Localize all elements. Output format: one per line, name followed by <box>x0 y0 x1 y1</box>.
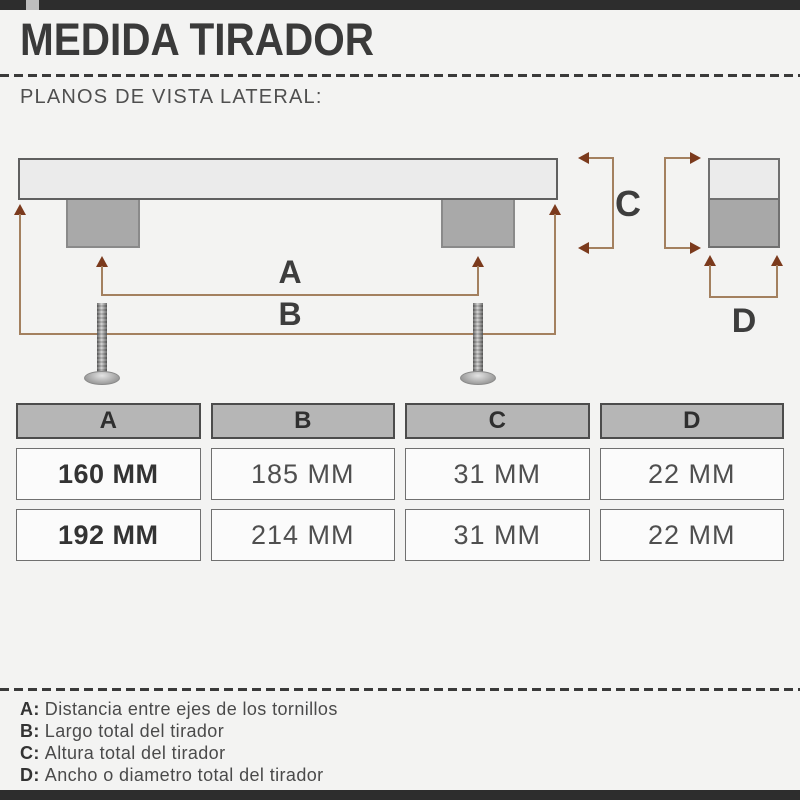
screw-shaft <box>473 303 483 373</box>
bottom-strip <box>0 790 800 800</box>
dimension-a-arrow-left <box>96 256 108 267</box>
header-cell-a: A <box>16 403 201 439</box>
header-cell-b: B <box>210 403 395 439</box>
dimension-c-arm-top-left <box>589 157 614 159</box>
screw-icon <box>460 303 496 387</box>
dimension-a-line-right <box>477 266 479 296</box>
dimension-c-arm-bottom-left <box>589 247 614 249</box>
bottom-dashed-divider <box>0 688 800 691</box>
table-cell: 22 MM <box>599 509 784 561</box>
legend-item: A:Distancia entre ejes de los tornillos <box>20 698 338 720</box>
handle-post-left <box>66 200 140 248</box>
table-cell: 214 MM <box>210 509 395 561</box>
handle-bar-graphic <box>18 158 558 200</box>
table-cell: 160 MM <box>16 448 201 500</box>
dimension-a-arrow-right <box>472 256 484 267</box>
dimension-c-line-left <box>612 157 614 249</box>
legend-text: Distancia entre ejes de los tornillos <box>44 699 338 719</box>
legend-item: B:Largo total del tirador <box>20 720 338 742</box>
table-header-row: A B C D <box>16 403 784 439</box>
page-title: MEDIDA TIRADOR <box>20 14 374 65</box>
dimension-label-a: A <box>278 254 302 290</box>
header-cell-c: C <box>405 403 590 439</box>
dimension-c-arm-bottom-right <box>664 247 690 249</box>
top-dashed-divider <box>0 74 800 77</box>
dimension-d-line-right <box>776 265 778 298</box>
size-table: A B C D 160 MM 185 MM 31 MM 22 MM 192 MM… <box>16 403 784 561</box>
dimension-legend: A:Distancia entre ejes de los tornillos … <box>20 698 338 786</box>
table-cell: 31 MM <box>405 448 590 500</box>
screw-head <box>84 371 120 385</box>
legend-item: D:Ancho o diametro total del tirador <box>20 764 338 786</box>
dimension-d-arrow-left <box>704 255 716 266</box>
dimension-c-arrow-bottom-right <box>690 242 701 254</box>
dimension-c-line-right <box>664 157 666 249</box>
dimension-label-b: B <box>278 296 302 332</box>
dimension-b-line-right <box>554 214 556 335</box>
dimension-c-arrow-bottom-left <box>578 242 589 254</box>
legend-item: C:Altura total del tirador <box>20 742 338 764</box>
table-cell: 192 MM <box>16 509 201 561</box>
dimension-a-line-left <box>101 266 103 296</box>
dimension-d-line-left <box>709 265 711 298</box>
legend-key: B: <box>20 721 40 741</box>
table-cell: 185 MM <box>210 448 395 500</box>
dimension-d-arrow-right <box>771 255 783 266</box>
dimension-b-arrow-left <box>14 204 26 215</box>
legend-text: Altura total del tirador <box>44 743 226 763</box>
dimension-a-line <box>101 294 479 296</box>
screw-head <box>460 371 496 385</box>
top-strip <box>0 0 800 10</box>
dimension-c-arrow-top-left <box>578 152 589 164</box>
legend-text: Largo total del tirador <box>44 721 225 741</box>
profile-bar-section <box>710 160 778 200</box>
screw-icon <box>84 303 120 387</box>
table-row: 192 MM 214 MM 31 MM 22 MM <box>16 509 784 561</box>
legend-key: D: <box>20 765 40 785</box>
dimension-d-line <box>709 296 778 298</box>
table-row: 160 MM 185 MM 31 MM 22 MM <box>16 448 784 500</box>
table-cell: 22 MM <box>599 448 784 500</box>
section-subtitle: PLANOS DE VISTA LATERAL: <box>20 86 323 108</box>
table-cell: 31 MM <box>405 509 590 561</box>
screw-shaft <box>97 303 107 373</box>
dimension-b-line-left <box>19 214 21 335</box>
profile-post-section <box>710 200 778 246</box>
dimension-label-c: C <box>615 183 641 224</box>
legend-key: A: <box>20 699 40 719</box>
dimension-b-arrow-right <box>549 204 561 215</box>
handle-post-right <box>441 200 515 248</box>
dimension-label-d: D <box>731 302 757 340</box>
legend-text: Ancho o diametro total del tirador <box>44 765 324 785</box>
top-strip-notch <box>26 0 39 10</box>
dimension-c-arm-top-right <box>664 157 690 159</box>
header-cell-d: D <box>599 403 784 439</box>
handle-profile-graphic <box>708 158 780 248</box>
dimension-b-line <box>19 333 556 335</box>
dimension-c-arrow-top-right <box>690 152 701 164</box>
legend-key: C: <box>20 743 40 763</box>
